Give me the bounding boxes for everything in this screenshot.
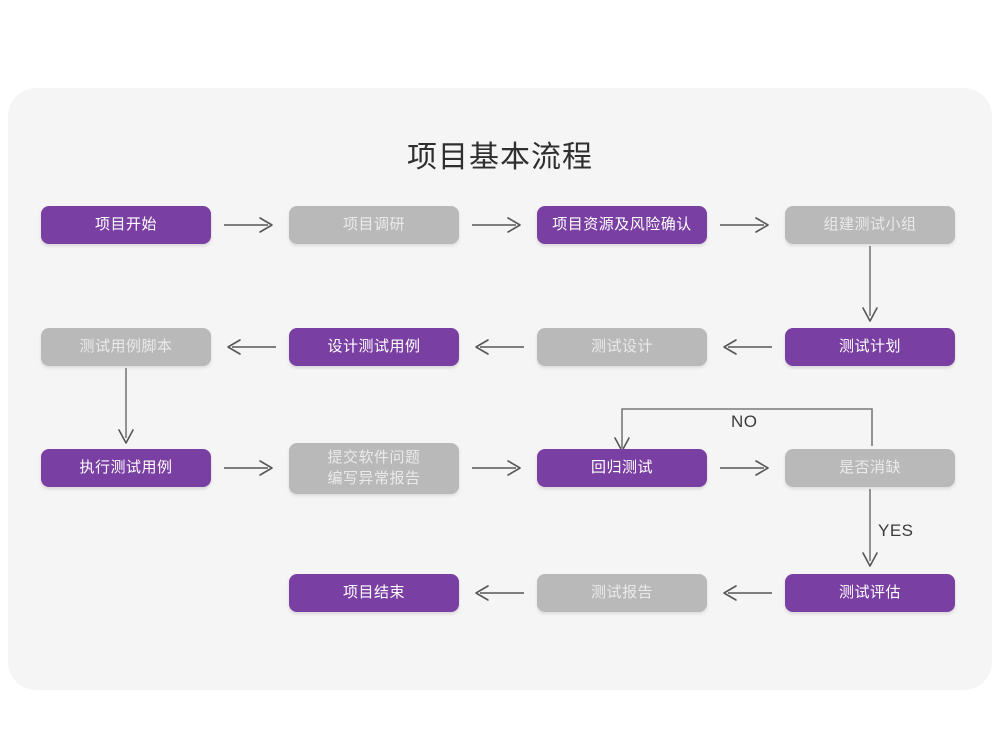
node-label: 测试计划 xyxy=(838,337,901,355)
node-label: 测试设计 xyxy=(590,337,653,355)
edge-start-to-research xyxy=(222,215,278,235)
node-project-research[interactable]: 项目调研 xyxy=(289,206,459,244)
node-defect-cleared-check[interactable]: 是否消缺 xyxy=(785,449,955,487)
edge-research-to-resource xyxy=(470,215,526,235)
node-label: 提交软件问题 编写异常报告 xyxy=(327,449,421,487)
node-test-design[interactable]: 测试设计 xyxy=(537,328,707,366)
edge-team-to-testplan xyxy=(856,246,884,328)
node-label: 项目结束 xyxy=(342,583,405,601)
node-label: 项目调研 xyxy=(342,215,405,233)
node-resource-risk-confirm[interactable]: 项目资源及风险确认 xyxy=(537,206,707,244)
node-label: 测试评估 xyxy=(838,583,901,601)
edge-testreport-to-end xyxy=(470,583,526,603)
edge-report-bug-to-regression xyxy=(470,458,526,478)
node-test-evaluation[interactable]: 测试评估 xyxy=(785,574,955,612)
node-project-end[interactable]: 项目结束 xyxy=(289,574,459,612)
edge-regression-to-defect-check xyxy=(718,458,774,478)
node-label: 项目资源及风险确认 xyxy=(552,215,692,233)
edge-label-yes: YES xyxy=(878,521,914,540)
node-label: 组建测试小组 xyxy=(823,215,917,233)
edge-resource-to-team xyxy=(718,215,774,235)
node-label: 是否消缺 xyxy=(838,458,901,476)
edge-evaluation-to-testreport xyxy=(718,583,774,603)
edge-script-to-execute xyxy=(112,368,140,450)
node-submit-issue-write-report[interactable]: 提交软件问题 编写异常报告 xyxy=(289,443,459,494)
node-build-test-team[interactable]: 组建测试小组 xyxy=(785,206,955,244)
node-label: 测试报告 xyxy=(590,583,653,601)
edge-defect-to-evaluation xyxy=(856,489,884,573)
node-project-start[interactable]: 项目开始 xyxy=(41,206,211,244)
node-label: 测试用例脚本 xyxy=(79,337,173,355)
node-regression-test[interactable]: 回归测试 xyxy=(537,449,707,487)
node-design-testcase[interactable]: 设计测试用例 xyxy=(289,328,459,366)
node-testcase-script[interactable]: 测试用例脚本 xyxy=(41,328,211,366)
page-title: 项目基本流程 xyxy=(407,141,593,174)
node-label: 项目开始 xyxy=(94,215,157,233)
edge-testdesign-to-design xyxy=(470,337,526,357)
node-label: 回归测试 xyxy=(590,458,653,476)
node-label: 执行测试用例 xyxy=(79,458,173,476)
edge-execute-to-report-bug xyxy=(222,458,278,478)
edge-testplan-to-testdesign xyxy=(718,337,774,357)
node-label: 设计测试用例 xyxy=(327,337,421,355)
edge-label-no: NO xyxy=(731,412,758,431)
node-test-plan[interactable]: 测试计划 xyxy=(785,328,955,366)
node-execute-testcase[interactable]: 执行测试用例 xyxy=(41,449,211,487)
edge-design-to-script xyxy=(222,337,278,357)
node-test-report[interactable]: 测试报告 xyxy=(537,574,707,612)
